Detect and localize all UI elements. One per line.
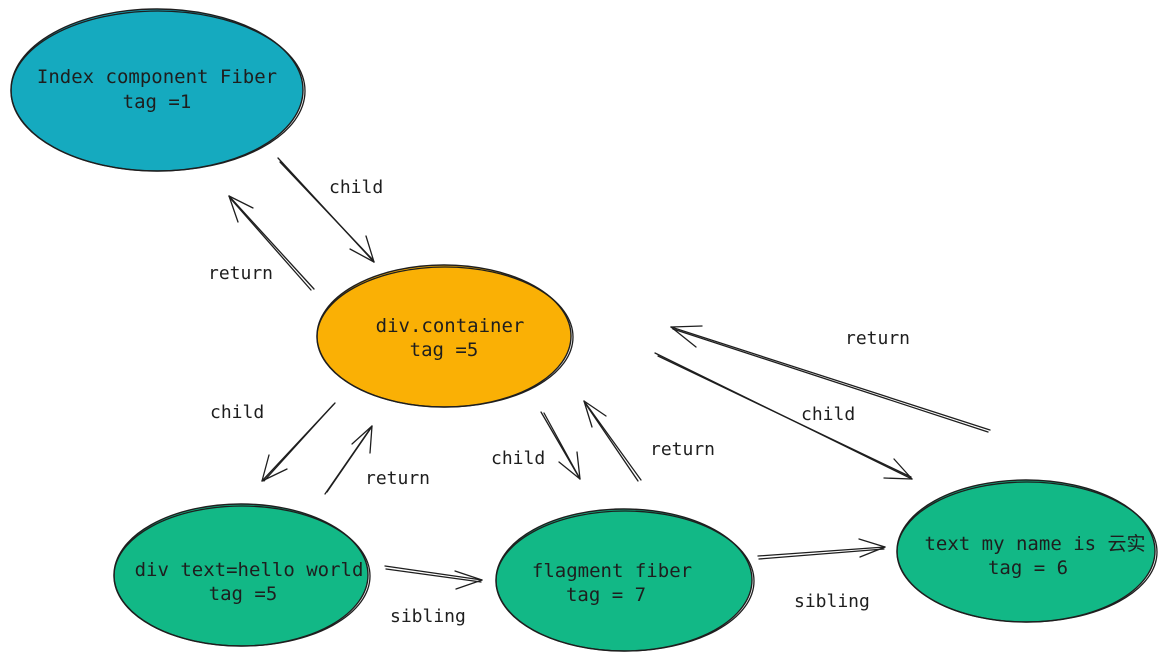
node-text-title: text my name is 云实	[924, 533, 1145, 555]
node-div-text-outline	[113, 505, 371, 647]
node-div-text-title: div text=hello world	[135, 559, 364, 581]
label-fragment-to-container: return	[650, 439, 715, 460]
node-index-title: Index component Fiber	[37, 66, 277, 88]
label-container-to-div: child	[210, 402, 264, 423]
label-index-to-container: child	[329, 177, 383, 198]
arrow-text-to-container	[670, 325, 991, 433]
arrow-container-to-text	[654, 352, 913, 480]
label-container-to-text: child	[801, 404, 855, 425]
label-div-to-container: return	[365, 468, 430, 489]
arrow-container-to-div	[261, 402, 336, 482]
node-container-tag: tag =5	[410, 339, 479, 361]
arrow-fragment-to-container	[583, 400, 642, 482]
node-div-text-tag: tag =5	[209, 583, 278, 605]
arrow-container-to-fragment	[540, 411, 581, 480]
node-index-outline	[10, 10, 306, 172]
arrow-index-to-container	[277, 157, 375, 263]
node-container-outline	[316, 266, 574, 408]
node-index-component: Index component Fiber tag =1	[10, 8, 306, 172]
arrow-container-to-index	[228, 195, 315, 291]
node-fragment: flagment fiber tag = 7	[495, 508, 755, 652]
label-container-to-index: return	[208, 263, 273, 284]
node-text: text my name is 云实 tag = 6	[896, 479, 1158, 623]
node-div-text: div text=hello world tag =5	[113, 503, 371, 647]
node-fragment-title: flagment fiber	[532, 560, 692, 582]
label-fragment-to-text: sibling	[794, 591, 870, 612]
node-text-tag: tag = 6	[988, 557, 1068, 579]
node-text-outline	[896, 481, 1158, 623]
label-container-to-fragment: child	[491, 448, 545, 469]
node-fragment-outline	[495, 510, 755, 652]
label-div-to-fragment: sibling	[390, 606, 466, 627]
arrow-fragment-to-text	[757, 538, 886, 560]
arrow-div-to-container	[324, 425, 373, 495]
node-index-tag: tag =1	[123, 91, 192, 113]
arrow-div-to-fragment	[384, 565, 483, 590]
node-container-title: div.container	[376, 315, 525, 337]
node-div-container: div.container tag =5	[316, 264, 574, 408]
label-text-to-container: return	[845, 328, 910, 349]
node-fragment-tag: tag = 7	[566, 584, 646, 606]
